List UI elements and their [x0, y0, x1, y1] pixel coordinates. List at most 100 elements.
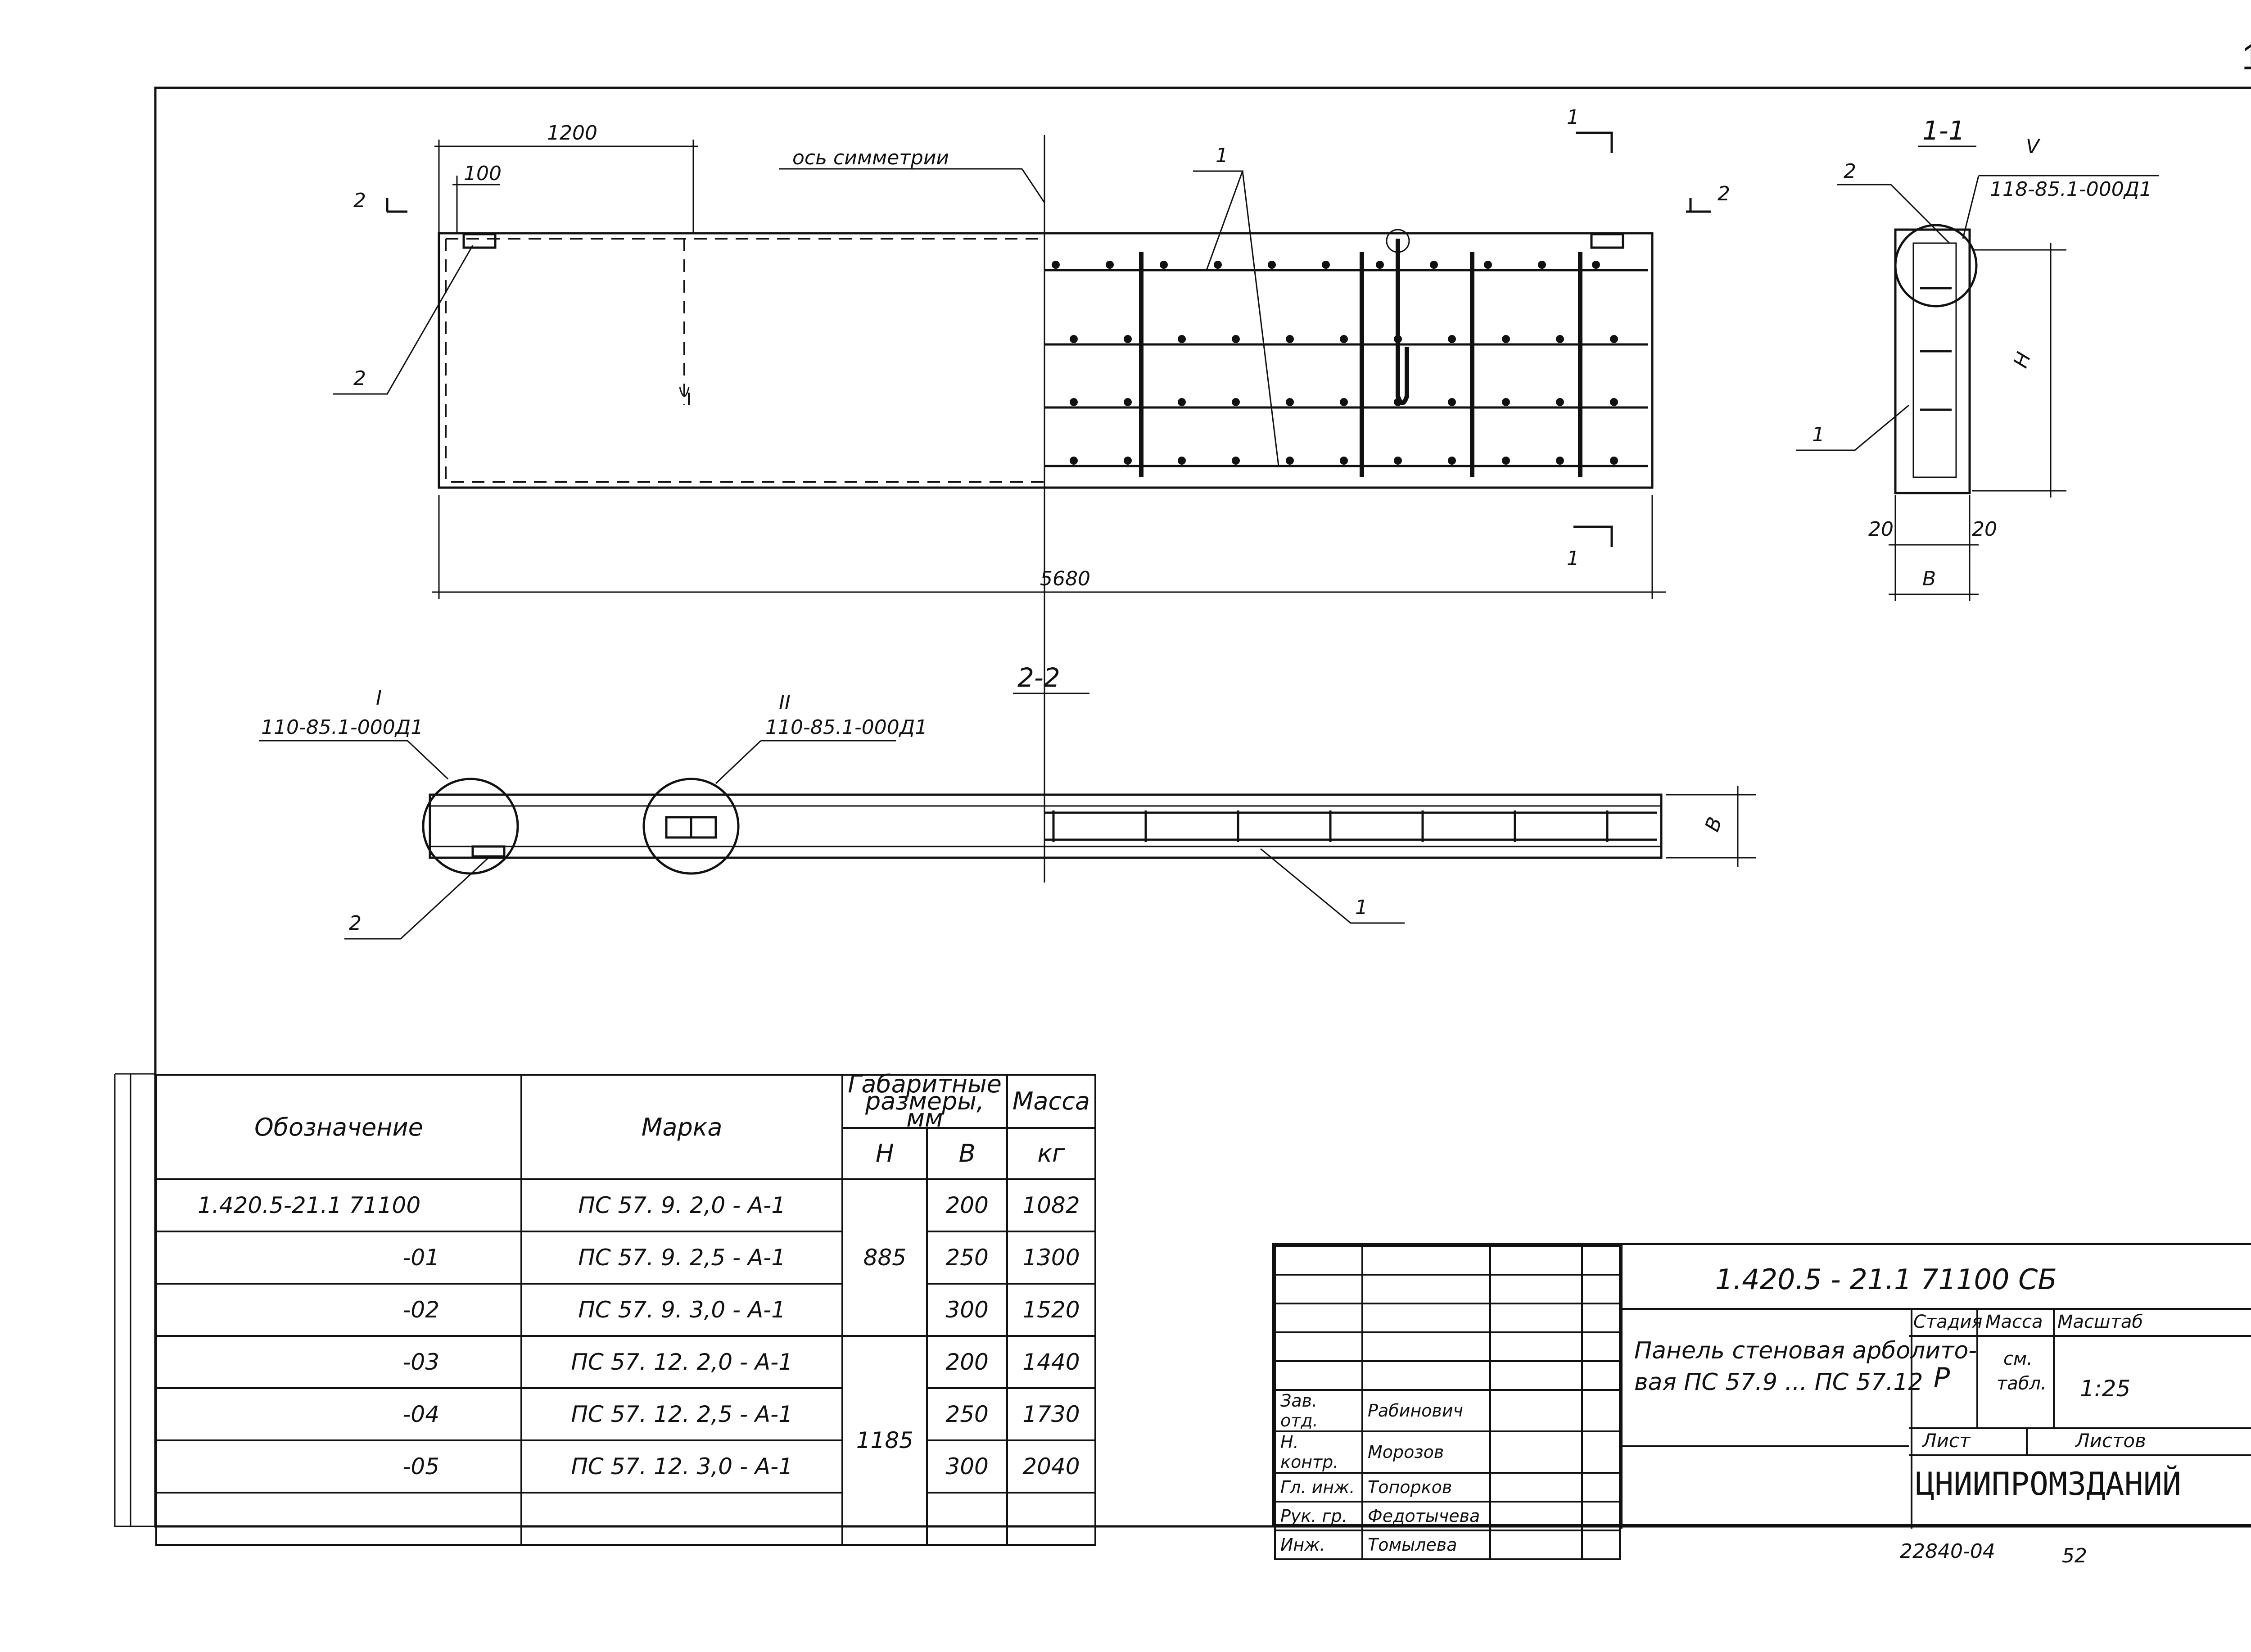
rebar-ticks [1052, 810, 1609, 842]
dim-B-1-1: B [1922, 567, 1936, 590]
table-row: 1.420.5-21.1 71100 ПС 57. 9. 2,0 - А-1 8… [155, 1178, 1097, 1337]
rebar-dot [1106, 261, 1114, 269]
rebar-dot [1322, 261, 1330, 269]
section-2-2-title: 2-2 [1017, 662, 1060, 693]
rebar-dot [1124, 335, 1132, 343]
plan-pos-2: 2 [353, 367, 366, 390]
rebar-dot [1214, 261, 1222, 269]
row-b: 250 [926, 1387, 1008, 1441]
archive-number: 22840-04 [1900, 1540, 1995, 1563]
dim-1200: 1200 [547, 122, 597, 145]
hidden-loop [683, 239, 690, 405]
rebar-dot [1124, 398, 1132, 406]
rebar-dot [1070, 335, 1078, 343]
table-row: -01 ПС 57. 9. 2,5 - А-1 250 1300 [155, 1231, 1097, 1285]
mass-label: Масса [1985, 1312, 2043, 1332]
sig-name: Федотычева [1361, 1501, 1491, 1531]
row-designation: -04 [155, 1387, 523, 1441]
rebar-dot [1178, 457, 1186, 465]
node-II-circle [642, 778, 740, 875]
table-row: -05 ПС 57. 12. 3,0 - А-1 300 2040 [155, 1439, 1097, 1494]
section-mark-1-bottom: 1 [1567, 547, 1579, 570]
rebar-dot [1394, 335, 1402, 343]
sec22-pos-1: 1 [1355, 896, 1368, 919]
mass-value-1: см. [2003, 1349, 2033, 1369]
sig-role: Рук. гр. [1274, 1501, 1363, 1531]
row-mass: 1300 [1006, 1231, 1097, 1285]
rebar-dot [1340, 398, 1348, 406]
row-mark: ПС 57. 12. 2,0 - А-1 [520, 1335, 844, 1389]
rebar-dot [1502, 457, 1510, 465]
sig-role: Гл. инж. [1274, 1472, 1363, 1503]
rebar-dot [1286, 398, 1294, 406]
row-h-group-1: 885 [841, 1178, 928, 1337]
stage-label: Стадия [1913, 1312, 1983, 1332]
row-mark: ПС 57. 12. 3,0 - А-1 [520, 1439, 844, 1494]
hdr-b: B [926, 1127, 1008, 1180]
dim-100: 100 [464, 162, 502, 185]
node-I-label: I [376, 687, 382, 710]
sig-role: Н. контр. [1274, 1430, 1363, 1474]
section-1-1: 1-1 V 118-85.1-000Д1 2 1 H 20 20 B [1796, 115, 2159, 601]
rebar-dot [1394, 457, 1402, 465]
rebar-dot [1430, 261, 1438, 269]
signature-grid: Зав. отд.Рабинович Н. контр.Морозов Гл. … [1274, 1245, 1621, 1560]
sheet-label: Лист [1922, 1430, 1971, 1452]
rebar-dot [1178, 398, 1186, 406]
signature-row: Зав. отд.Рабинович [1274, 1389, 1621, 1432]
sig-name: Рабинович [1361, 1389, 1491, 1432]
section-mark-2-left: 2 [353, 189, 366, 212]
hidden-edge [445, 239, 1044, 483]
rebar-dot [1394, 398, 1402, 406]
section-mark-2-right: 2 [1718, 182, 1730, 205]
section-1-1-title: 1-1 [1922, 115, 1965, 146]
hdr-mass: Масса [1006, 1074, 1097, 1129]
rebar-dot [1070, 398, 1078, 406]
title-line-2: вая ПС 57.9 ... ПС 57.12 [1634, 1369, 1923, 1396]
panel-outline [438, 232, 1654, 489]
row-mark: ПС 57. 9. 2,5 - А-1 [520, 1231, 844, 1285]
rebar-dot [1052, 261, 1060, 269]
row-mark: ПС 57. 9. 2,0 - А-1 [520, 1178, 844, 1232]
signature-row: Инж.Томылева [1274, 1530, 1621, 1560]
table-row: -03 ПС 57. 12. 2,0 - А-1 1185 200 1440 [155, 1335, 1097, 1546]
sheets-label: Листов [2075, 1430, 2146, 1452]
row-mark: ПС 57. 9. 3,0 - А-1 [520, 1283, 844, 1337]
rebar-dot [1070, 457, 1078, 465]
node-V-circle [1894, 224, 1978, 308]
plan-view: 1200 100 5680 ось симметрии 1 1 2 2 2 1 [333, 106, 1730, 883]
row-b: 200 [926, 1178, 1008, 1232]
sig-name: Топорков [1361, 1472, 1491, 1503]
row-mass: 1520 [1006, 1283, 1097, 1337]
table-row: -02 ПС 57. 9. 3,0 - А-1 300 1520 [155, 1283, 1097, 1337]
rebar-dots [1052, 261, 1618, 465]
row-b: 300 [926, 1283, 1008, 1337]
reinforcement-mesh [1044, 229, 1648, 477]
sig-name: Томылева [1361, 1530, 1491, 1560]
rebar-dot [1232, 457, 1240, 465]
rebar-dot [1592, 261, 1600, 269]
hdr-dims: Габаритные размеры, мм [841, 1072, 1008, 1131]
rebar-dot [1448, 457, 1456, 465]
dim-B-2-2: B [1700, 814, 1727, 835]
rebar-dot [1556, 398, 1564, 406]
dim-20-left: 20 [1868, 518, 1894, 541]
mass-value-2: табл. [1997, 1373, 2047, 1394]
axis-label: ось симметрии [792, 146, 949, 169]
node-V-label: V [2026, 135, 2041, 158]
row-b: 300 [926, 1439, 1008, 1494]
row-b: 250 [926, 1231, 1008, 1285]
row-mass: 2040 [1006, 1439, 1097, 1494]
sig-name: Морозов [1361, 1430, 1491, 1474]
row-h-group-2: 1185 [841, 1335, 928, 1546]
rebar-dot [1448, 398, 1456, 406]
sig-role: Инж. [1274, 1530, 1363, 1560]
rebar-dot [1610, 335, 1618, 343]
row-mass: 1440 [1006, 1335, 1097, 1389]
scale-value: 1:25 [2080, 1376, 2131, 1402]
title-block: Зав. отд.Рабинович Н. контр.Морозов Гл. … [1272, 1243, 2251, 1560]
row-mass: 1082 [1006, 1178, 1097, 1232]
hdr-mass-unit: кг [1006, 1127, 1097, 1180]
rebar-dot [1340, 335, 1348, 343]
row-b: 200 [926, 1335, 1008, 1389]
